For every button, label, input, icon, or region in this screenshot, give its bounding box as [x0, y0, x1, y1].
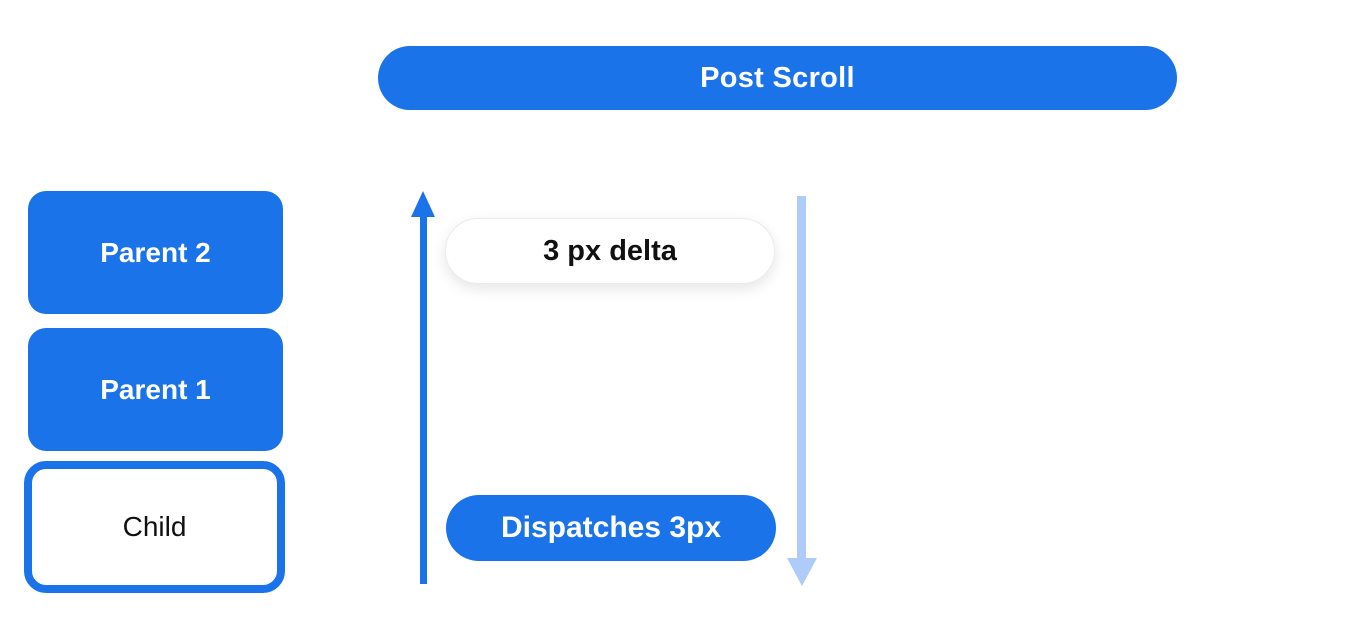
down-arrow-shaft	[797, 196, 806, 562]
parent-1-label: Parent 1	[100, 373, 211, 405]
parent-2-box: Parent 2	[28, 191, 283, 314]
dispatches-pill: Dispatches 3px	[446, 495, 776, 561]
down-arrow-head	[787, 558, 817, 586]
post-scroll-label: Post Scroll	[700, 61, 855, 94]
delta-label: 3 px delta	[543, 234, 677, 267]
child-label: Child	[122, 511, 187, 542]
parent-2-label: Parent 2	[100, 236, 211, 268]
post-scroll-pill: Post Scroll	[378, 46, 1177, 110]
child-box: Child	[24, 461, 285, 593]
up-arrow-shaft	[420, 212, 427, 584]
parent-1-box: Parent 1	[28, 328, 283, 451]
delta-pill: 3 px delta	[445, 218, 775, 284]
dispatches-label: Dispatches 3px	[500, 511, 722, 544]
